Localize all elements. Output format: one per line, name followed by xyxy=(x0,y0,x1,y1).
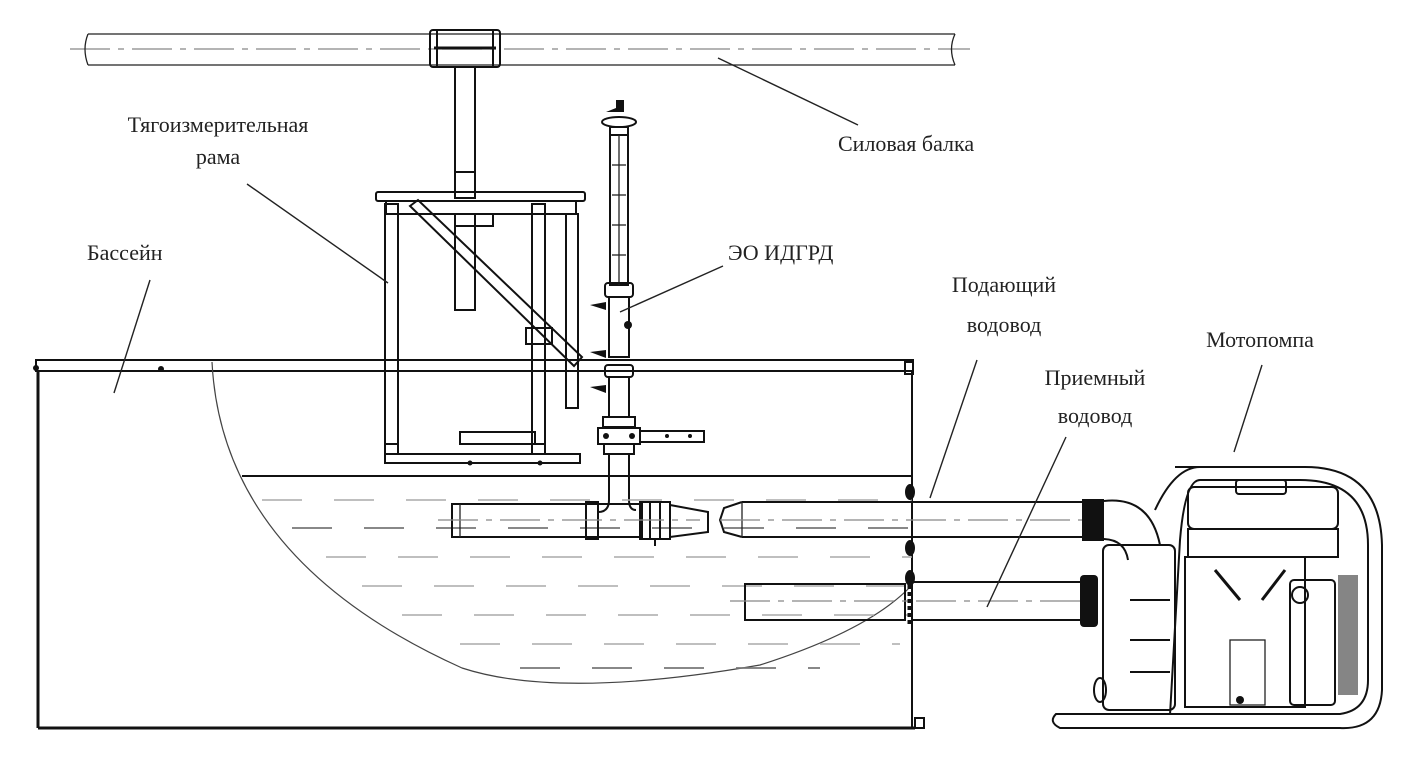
pool xyxy=(33,359,925,730)
label-device: ЭО ИДГРД xyxy=(728,240,833,265)
thrust-frame xyxy=(375,66,586,466)
device-column xyxy=(590,100,705,513)
leader-thrust-frame xyxy=(246,183,389,284)
label-motor-pump: Мотопомпа xyxy=(1206,327,1314,352)
leader-power-beam xyxy=(717,57,859,126)
label-supply-pipe-line1: Подающий xyxy=(952,272,1056,297)
power-beam xyxy=(70,29,970,68)
leader-lines xyxy=(113,57,1263,608)
label-supply-pipe-line2: водовод xyxy=(967,312,1042,337)
leader-motor-pump xyxy=(1233,364,1263,453)
motor-pump xyxy=(1051,466,1383,730)
leader-supply-pipe xyxy=(929,359,978,499)
label-thrust-frame-line1: Тягоизмерительная xyxy=(128,112,309,137)
label-thrust-frame-line2: рама xyxy=(196,144,241,169)
supply-pipe xyxy=(718,484,1161,561)
label-intake-pipe-line2: водовод xyxy=(1058,403,1133,428)
leader-device xyxy=(619,265,724,313)
leader-pool xyxy=(113,279,151,394)
label-intake-pipe-line1: Приемный xyxy=(1045,365,1146,390)
labels: Силовая балка Тягоизмерительная рама Бас… xyxy=(87,112,1314,428)
label-power-beam: Силовая балка xyxy=(838,131,974,156)
label-pool: Бассейн xyxy=(87,240,163,265)
leader-intake-pipe xyxy=(986,436,1067,608)
device-body xyxy=(438,501,709,546)
intake-pipe xyxy=(730,570,1098,627)
